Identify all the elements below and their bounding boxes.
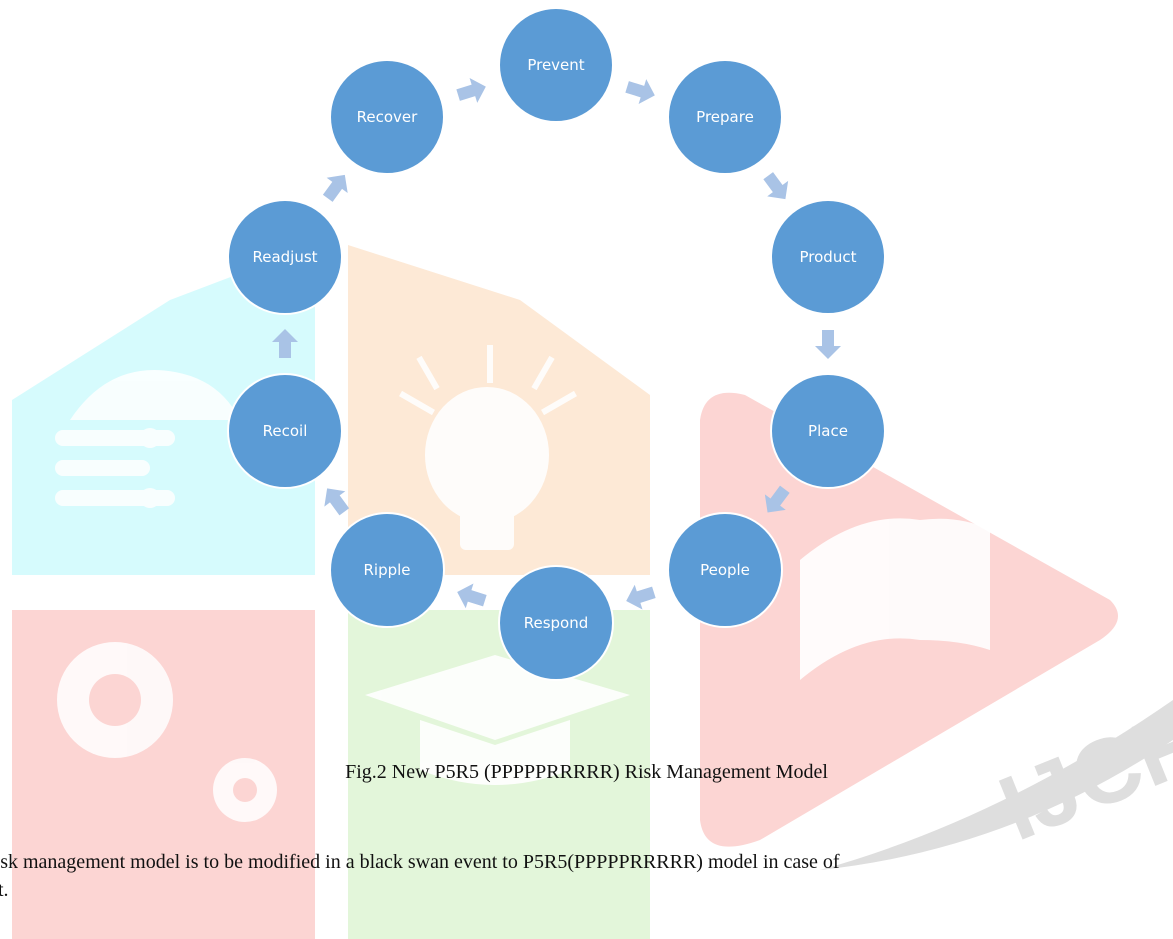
- node-prepare: Prepare: [667, 59, 783, 175]
- watermark-bulb-tile: [348, 245, 650, 575]
- arrow-people-to-respond: [626, 584, 656, 610]
- node-people: People: [667, 512, 783, 628]
- node-recover: Recover: [329, 59, 445, 175]
- arrow-recoil-to-readjust: [272, 329, 298, 358]
- node-recoil: Recoil: [227, 373, 343, 489]
- node-label-recoil: Recoil: [263, 422, 308, 440]
- node-circle-recoil: [227, 373, 343, 489]
- node-product: Product: [770, 199, 886, 315]
- node-place: Place: [770, 373, 886, 489]
- node-circle-people: [667, 512, 783, 628]
- body-line-1: risk management model is to be modified …: [0, 851, 840, 873]
- body-line-2: nt.: [0, 879, 9, 901]
- node-circle-recover: [329, 59, 445, 175]
- arrow-recover-to-prevent: [456, 77, 486, 103]
- node-circle-respond: [498, 565, 614, 681]
- node-label-recover: Recover: [357, 108, 419, 126]
- node-circle-product: [770, 199, 886, 315]
- node-respond: Respond: [498, 565, 614, 681]
- figure-caption: Fig.2 New P5R5 (PPPPPRRRRR) Risk Managem…: [345, 761, 828, 783]
- arrow-product-to-place: [815, 330, 841, 359]
- node-label-people: People: [700, 561, 750, 579]
- node-label-ripple: Ripple: [363, 561, 410, 579]
- node-prevent: Prevent: [498, 7, 614, 123]
- arrow-ripple-to-recoil: [324, 488, 350, 516]
- node-circle-readjust: [227, 199, 343, 315]
- node-circle-place: [770, 373, 886, 489]
- watermark-gear-tile: [12, 610, 315, 939]
- arrow-prepare-to-product: [763, 172, 789, 200]
- node-label-readjust: Readjust: [252, 248, 317, 266]
- node-circle-ripple: [329, 512, 445, 628]
- body-paragraph: risk management model is to be modified …: [0, 848, 1173, 904]
- arrow-place-to-people: [764, 485, 790, 513]
- node-label-prepare: Prepare: [696, 108, 754, 126]
- watermark-play-tile: [700, 392, 1118, 847]
- node-label-respond: Respond: [524, 614, 589, 632]
- node-label-product: Product: [800, 248, 857, 266]
- node-label-prevent: Prevent: [527, 56, 584, 74]
- node-readjust: Readjust: [227, 199, 343, 315]
- arrow-readjust-to-recover: [322, 174, 348, 202]
- watermark-cloud-tile: [12, 245, 315, 575]
- node-label-place: Place: [808, 422, 848, 440]
- node-circle-prepare: [667, 59, 783, 175]
- node-circle-prevent: [498, 7, 614, 123]
- cycle-arrows: [272, 77, 841, 610]
- arrow-prevent-to-prepare: [625, 79, 655, 105]
- arrow-respond-to-ripple: [457, 583, 487, 609]
- node-ripple: Ripple: [329, 512, 445, 628]
